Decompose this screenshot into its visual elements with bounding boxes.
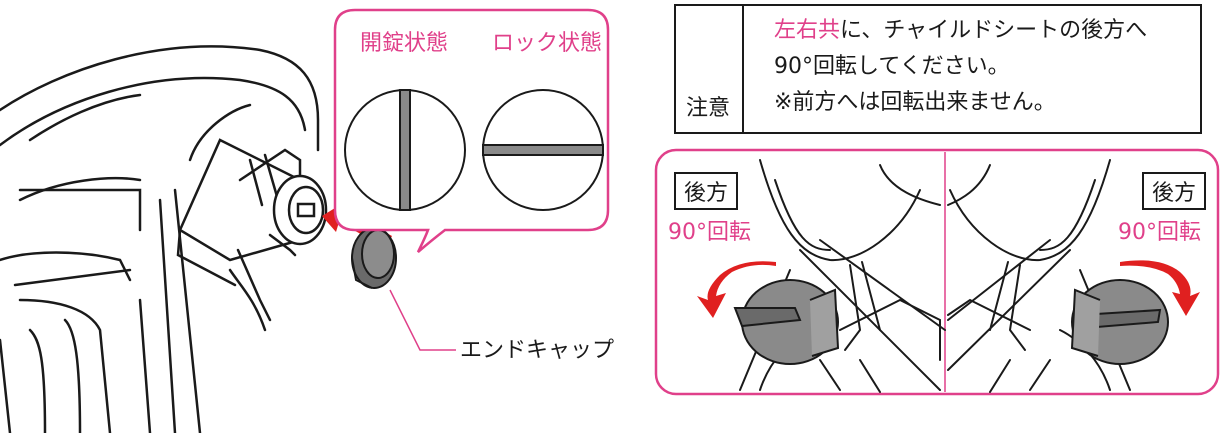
left-end-cap-part [733,279,840,365]
caution-line-2: 90°回転してください。 [774,54,1010,79]
end-cap-part [351,227,397,289]
caution-label: 注意 [686,96,731,121]
locked-state-diagram [482,89,604,211]
end-cap-leader-line [389,289,456,351]
caution-line-1-rest: に、チャイルドシートの後方へ [840,18,1148,43]
right-end-cap-part [1070,279,1169,365]
caution-divider [742,6,744,132]
caution-highlight: 左右共 [774,18,841,43]
locked-state-label: ロック状態 [492,31,603,56]
left-direction-label: 後方 [674,172,738,210]
caution-box: 注意 左右共に、チャイルドシートの後方へ 90°回転してください。 ※前方へは回… [674,4,1202,134]
left-rotation-arrow [697,261,776,318]
unlocked-state-label: 開錠状態 [360,31,449,56]
right-rotation-arrow [1120,260,1200,316]
right-direction-label: 後方 [1142,172,1206,210]
caution-line-3: ※前方へは回転出来ません。 [774,90,1056,115]
right-rotation-label: 90°回転 [1118,220,1201,245]
left-rotation-label: 90°回転 [668,220,751,245]
unlocked-state-diagram [344,89,466,211]
end-cap-label: エンドキャップ [460,338,615,363]
car-seat-illustration [0,45,320,433]
hinge-socket [272,174,328,246]
caution-line-1: 左右共に、チャイルドシートの後方へ [774,20,1147,42]
